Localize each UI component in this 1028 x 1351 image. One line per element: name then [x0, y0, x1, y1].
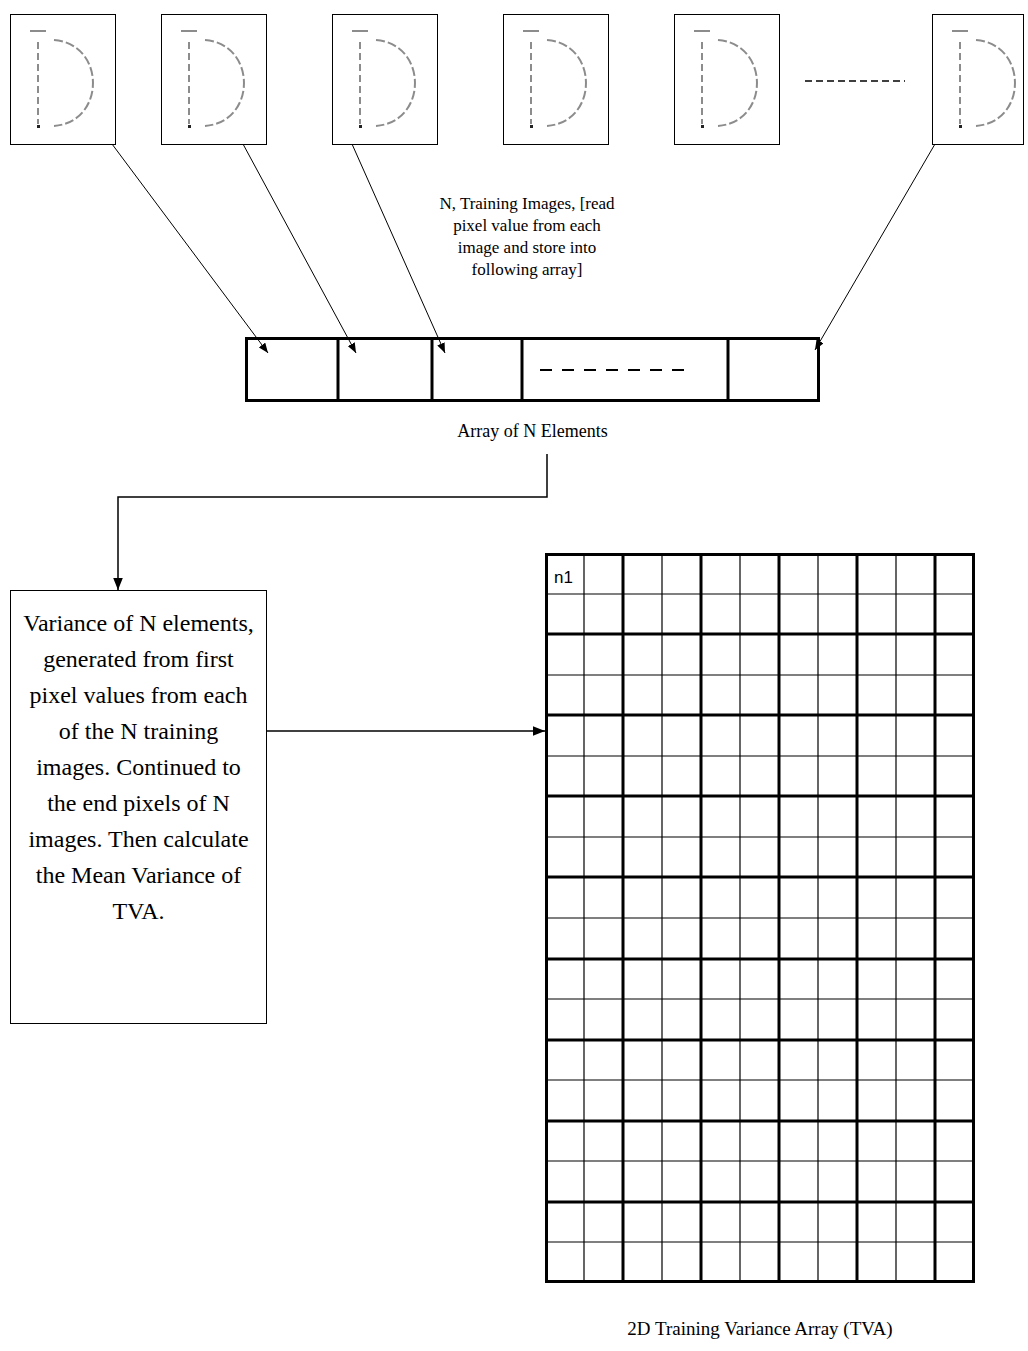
- training-image: [162, 15, 267, 145]
- process-box: Variance of N elements, generated from f…: [10, 590, 267, 1024]
- array-caption: 2D Training Variance Array (TVA): [627, 1318, 892, 1340]
- training-image: [933, 15, 1024, 145]
- note-text: N, Training Images, [read pixel value fr…: [438, 193, 616, 281]
- ellipsis-dashes: [805, 80, 905, 82]
- training-image: [675, 15, 780, 145]
- grid-lines-thick: [545, 553, 975, 1283]
- array-ellipsis: [540, 369, 690, 371]
- variance-grid: n12D Training Variance Array (TVA): [545, 553, 975, 1283]
- pixel-read-arrows: [112, 144, 935, 353]
- grid-lines: [545, 553, 975, 1283]
- training-image: [504, 15, 609, 145]
- box-text: Variance of N elements, generated from f…: [11, 591, 266, 939]
- cell-label: n1: [554, 568, 573, 588]
- connector-arrow: [267, 730, 545, 732]
- array-cell-dividers: [338, 337, 728, 402]
- array-box: Array of N Elements: [245, 337, 820, 402]
- training-image: [333, 15, 438, 145]
- training-image: [11, 15, 116, 145]
- connector-arrow: [118, 454, 547, 590]
- array-caption: Array of N Elements: [457, 421, 607, 442]
